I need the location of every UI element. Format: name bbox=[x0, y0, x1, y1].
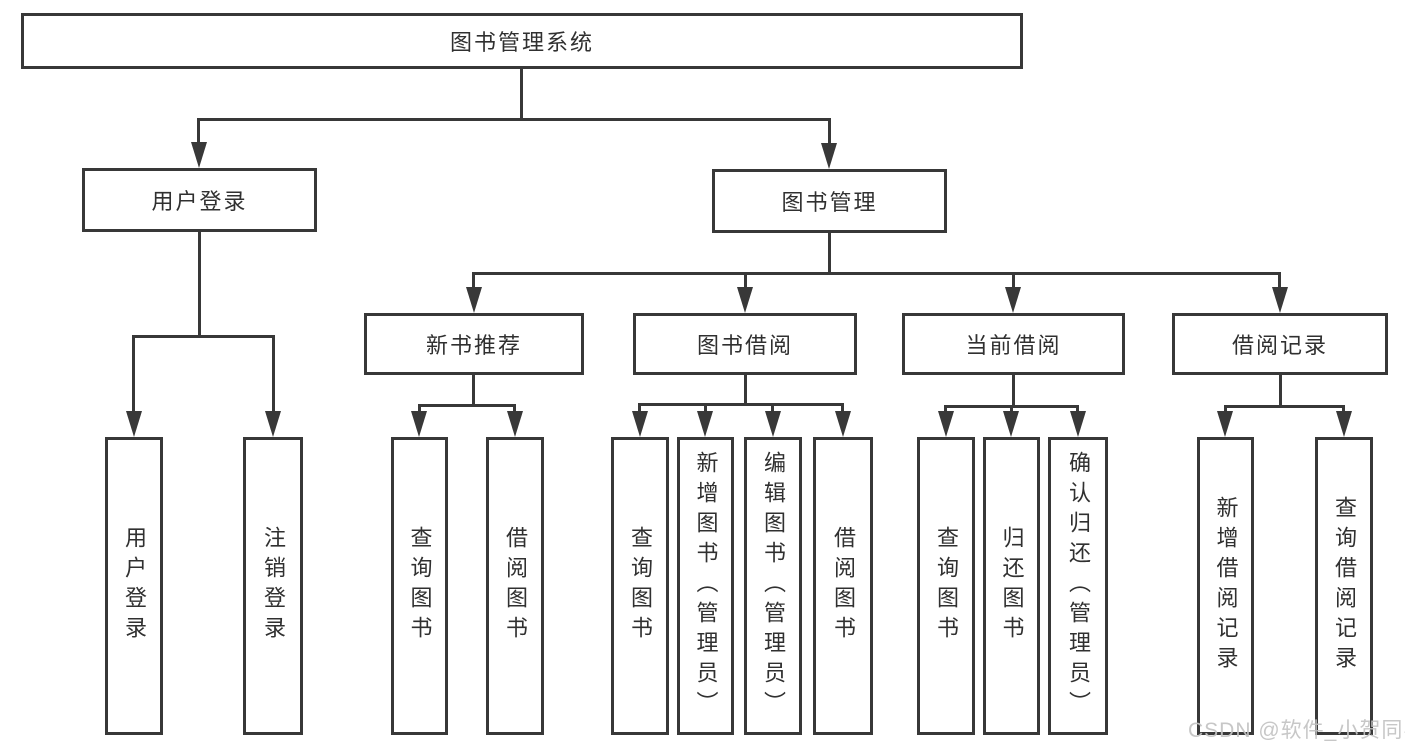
leaf-confirm-return-admin: 确认归还（管理员） bbox=[1048, 437, 1108, 735]
connector-line bbox=[132, 335, 275, 338]
arrowhead-down-icon bbox=[821, 143, 837, 169]
arrowhead-down-icon bbox=[632, 411, 648, 437]
arrowhead-down-icon bbox=[265, 411, 281, 437]
node-label: 查询图书 bbox=[628, 526, 653, 646]
arrowhead-down-icon bbox=[1005, 287, 1021, 313]
connector-line bbox=[771, 403, 774, 412]
connector-line bbox=[744, 272, 747, 287]
node-label: 新书推荐 bbox=[425, 333, 522, 358]
arrowhead-down-icon bbox=[737, 287, 753, 313]
arrowhead-down-icon bbox=[191, 142, 207, 168]
arrowhead-down-icon bbox=[1070, 411, 1086, 437]
arrowhead-down-icon bbox=[126, 411, 142, 437]
leaf-borrow-books-recommend: 借阅图书 bbox=[486, 437, 544, 735]
node-label: 借阅图书 bbox=[831, 526, 856, 646]
leaf-add-borrow-record: 新增借阅记录 bbox=[1197, 437, 1254, 735]
node-label: 图书借阅 bbox=[696, 333, 793, 358]
connector-line bbox=[828, 118, 831, 144]
connector-line bbox=[472, 375, 475, 405]
leaf-query-books-borrow: 查询图书 bbox=[611, 437, 669, 735]
connector-line bbox=[638, 403, 844, 406]
node-label: 确认归还（管理员） bbox=[1066, 451, 1091, 721]
connector-line bbox=[944, 405, 947, 412]
leaf-query-books-recommend: 查询图书 bbox=[391, 437, 448, 735]
connector-line bbox=[198, 232, 201, 336]
connector-line bbox=[418, 404, 421, 412]
node-label: 用户登录 bbox=[151, 189, 248, 214]
node-user-login: 用户登录 bbox=[82, 168, 317, 232]
arrowhead-down-icon bbox=[1217, 411, 1233, 437]
node-current-borrowing: 当前借阅 bbox=[902, 313, 1125, 375]
node-label: 新增图书（管理员） bbox=[693, 451, 719, 721]
node-label: 图书管理 bbox=[781, 190, 878, 215]
connector-line bbox=[197, 118, 831, 121]
connector-line bbox=[132, 335, 135, 411]
connector-line bbox=[638, 403, 641, 412]
node-label: 注销登录 bbox=[261, 526, 286, 646]
node-label: 图书管理系统 bbox=[449, 30, 594, 55]
node-label: 当前借阅 bbox=[965, 333, 1062, 358]
node-label: 查询借阅记录 bbox=[1332, 496, 1357, 676]
leaf-query-books-current: 查询图书 bbox=[917, 437, 975, 735]
arrowhead-down-icon bbox=[765, 411, 781, 437]
arrowhead-down-icon bbox=[1272, 287, 1288, 313]
node-borrowing-records: 借阅记录 bbox=[1172, 313, 1388, 375]
connector-line bbox=[1224, 405, 1227, 412]
connector-line bbox=[418, 404, 516, 407]
node-label: 归还图书 bbox=[999, 526, 1025, 646]
leaf-edit-books-admin: 编辑图书（管理员） bbox=[744, 437, 802, 735]
node-library-management-system: 图书管理系统 bbox=[21, 13, 1023, 69]
leaf-user-login: 用户登录 bbox=[105, 437, 163, 735]
leaf-query-borrow-record: 查询借阅记录 bbox=[1315, 437, 1373, 735]
arrowhead-down-icon bbox=[835, 411, 851, 437]
connector-line bbox=[272, 335, 275, 411]
node-book-borrowing: 图书借阅 bbox=[633, 313, 857, 375]
leaf-add-books-admin: 新增图书（管理员） bbox=[677, 437, 734, 735]
connector-line bbox=[1342, 405, 1345, 412]
node-label: 借阅图书 bbox=[503, 526, 528, 646]
connector-line bbox=[841, 403, 844, 412]
arrowhead-down-icon bbox=[1336, 411, 1352, 437]
connector-line bbox=[828, 233, 831, 273]
connector-line bbox=[1278, 272, 1281, 287]
connector-line bbox=[1076, 405, 1079, 412]
node-label: 查询图书 bbox=[934, 526, 959, 646]
leaf-borrow-books: 借阅图书 bbox=[813, 437, 873, 735]
connector-line bbox=[520, 68, 523, 118]
node-label: 用户登录 bbox=[122, 526, 147, 646]
arrowhead-down-icon bbox=[466, 287, 482, 313]
leaf-logout: 注销登录 bbox=[243, 437, 303, 735]
node-label: 借阅记录 bbox=[1231, 333, 1328, 358]
connector-line bbox=[1279, 375, 1282, 406]
connector-line bbox=[197, 118, 200, 143]
connector-line bbox=[472, 272, 475, 287]
connector-line bbox=[472, 272, 1281, 275]
connector-line bbox=[1224, 405, 1345, 408]
connector-line bbox=[1010, 405, 1013, 412]
node-new-book-recommendation: 新书推荐 bbox=[364, 313, 584, 375]
node-label: 新增借阅记录 bbox=[1213, 496, 1239, 676]
connector-line bbox=[1012, 375, 1015, 406]
arrowhead-down-icon bbox=[697, 411, 713, 437]
connector-line bbox=[1012, 272, 1015, 287]
arrowhead-down-icon bbox=[507, 411, 523, 437]
connector-line bbox=[513, 404, 516, 412]
node-book-management: 图书管理 bbox=[712, 169, 947, 233]
leaf-return-books: 归还图书 bbox=[983, 437, 1040, 735]
connector-line bbox=[704, 403, 707, 412]
node-label: 编辑图书（管理员） bbox=[761, 451, 786, 721]
node-label: 查询图书 bbox=[407, 526, 433, 646]
arrowhead-down-icon bbox=[1003, 411, 1019, 437]
csdn-watermark: CSDN @软件_小贺同学 bbox=[1188, 719, 1405, 742]
connector-line bbox=[744, 375, 747, 404]
arrowhead-down-icon bbox=[938, 411, 954, 437]
arrowhead-down-icon bbox=[411, 411, 427, 437]
